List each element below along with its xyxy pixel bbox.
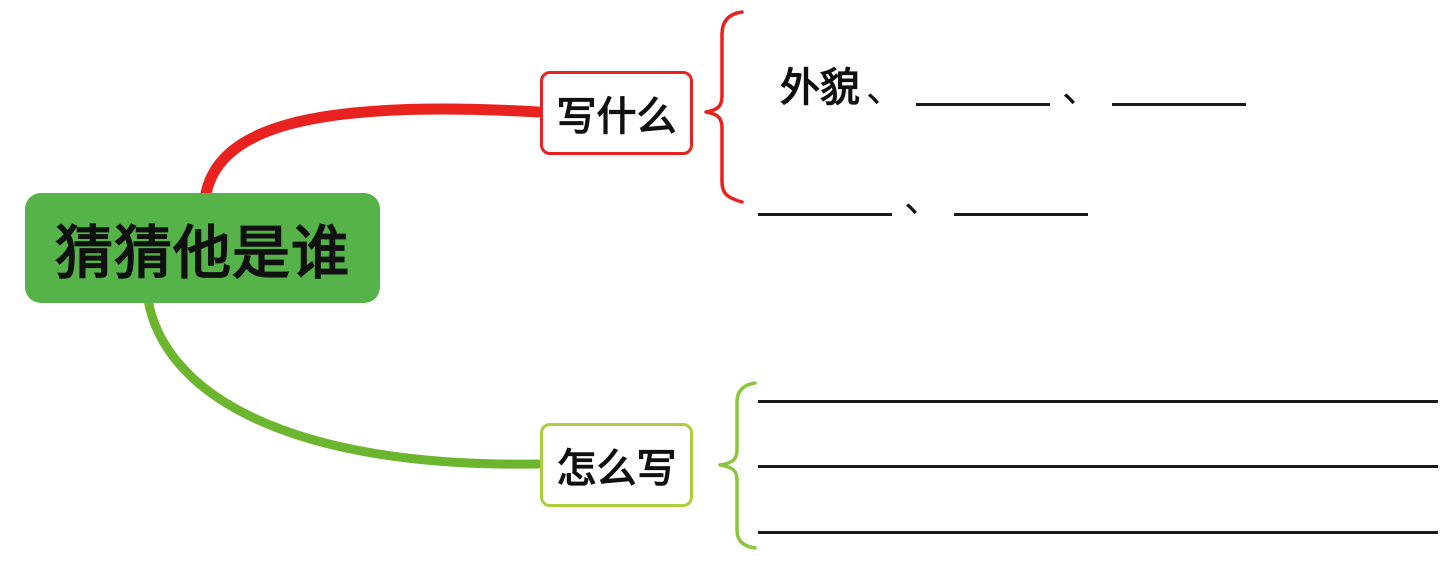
node-what-label: 写什么 (556, 93, 677, 140)
branch-curve-how (143, 295, 543, 469)
writing-line-3 (758, 531, 1438, 534)
brace-what-icon (704, 10, 744, 204)
node-how-label: 怎么写 (556, 445, 677, 492)
blank-line (758, 213, 892, 216)
root-label: 猜猜他是谁 (54, 219, 350, 287)
what-content-line1: 外貌 、 、 (780, 60, 1252, 108)
separator-mark: 、 (1062, 67, 1101, 111)
root-node: 猜猜他是谁 (25, 193, 380, 303)
separator-mark: 、 (866, 67, 905, 111)
writing-line-2 (758, 465, 1438, 468)
appearance-label: 外貌 (780, 64, 860, 111)
branch-curve-what (199, 103, 544, 205)
writing-line-1 (758, 400, 1438, 403)
brace-how-icon (718, 381, 757, 550)
separator-mark: 、 (904, 177, 943, 221)
blank-line (954, 213, 1089, 216)
blank-line (916, 103, 1051, 106)
what-content-line2: 、 (758, 170, 1094, 218)
node-how: 怎么写 (540, 423, 693, 507)
node-what: 写什么 (540, 71, 693, 155)
blank-line (1112, 103, 1247, 106)
